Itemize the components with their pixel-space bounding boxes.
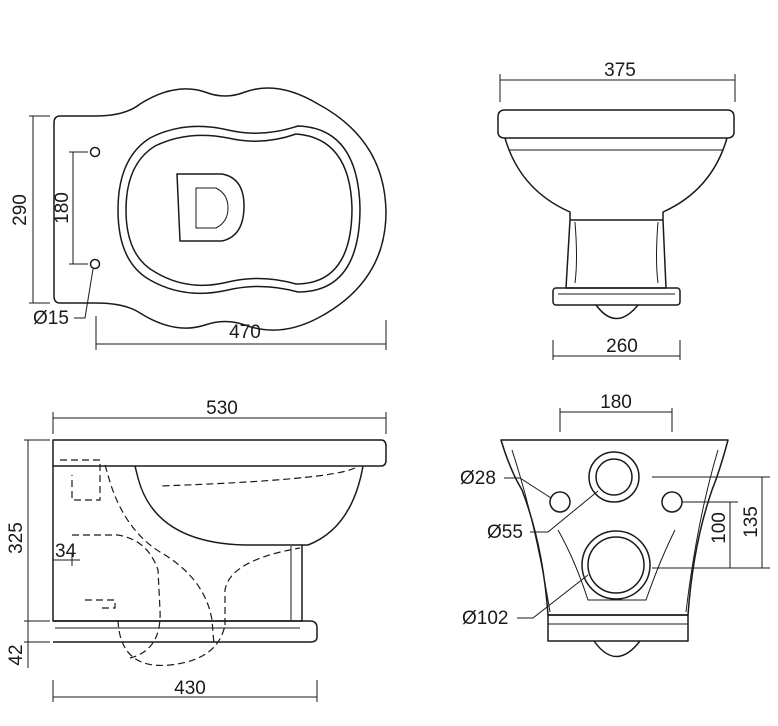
plan-bowl-rim: [117, 125, 361, 295]
inlet-spigot-inner: [595, 458, 633, 496]
side-body: [52, 465, 364, 622]
dim-base-height: 42: [6, 644, 27, 665]
front-base: [552, 287, 681, 306]
bolt-hole-left: [549, 491, 571, 513]
dim-bolt-centres: 180: [600, 392, 632, 413]
label-outlet: Ø102: [462, 608, 508, 629]
plan-outlet-d-shape: [176, 173, 245, 242]
plan-outlet-d-inner: [195, 187, 229, 229]
rear-base: [547, 614, 689, 642]
dim-spigot-offset: 34: [55, 541, 77, 562]
side-rim: [52, 439, 387, 467]
dim-inlet-height: 135: [741, 506, 762, 538]
label-bolt-hole: Ø28: [460, 468, 496, 489]
fixing-hole-bottom: [89, 258, 101, 270]
plan-outline: [53, 87, 387, 331]
dim-fixing-centres: 180: [52, 192, 73, 224]
dim-outlet-offset: 100: [709, 512, 730, 544]
rear-view: 180 135 100 Ø28 Ø55 Ø102: [460, 392, 770, 658]
side-view: 530 325 42 34 430: [6, 398, 387, 702]
dim-front-width: 375: [604, 60, 636, 81]
bolt-hole-right: [661, 491, 683, 513]
side-bowl-inner: [134, 465, 302, 546]
front-bowl: [504, 137, 728, 221]
dim-base-length: 430: [174, 678, 206, 699]
plan-bowl-inner: [125, 133, 353, 287]
side-base: [53, 620, 318, 643]
dim-pedestal-width: 260: [606, 336, 638, 357]
label-fixing-hole: Ø15: [33, 308, 69, 329]
fixing-hole-top: [89, 146, 101, 158]
rear-outlet-below: [593, 640, 641, 658]
outlet-inner: [587, 536, 645, 594]
front-pedestal: [565, 219, 667, 289]
dim-side-height: 325: [6, 522, 27, 554]
plan-view: 290 180 Ø15 470: [10, 87, 387, 350]
outlet-outer: [581, 530, 651, 600]
dim-plan-depth: 290: [10, 194, 31, 226]
front-rim: [497, 109, 735, 139]
front-outlet: [595, 304, 639, 320]
label-inlet: Ø55: [487, 522, 523, 543]
dim-plan-width: 470: [229, 322, 261, 343]
front-view: 375 260: [497, 60, 736, 360]
dim-side-length: 530: [206, 398, 238, 419]
